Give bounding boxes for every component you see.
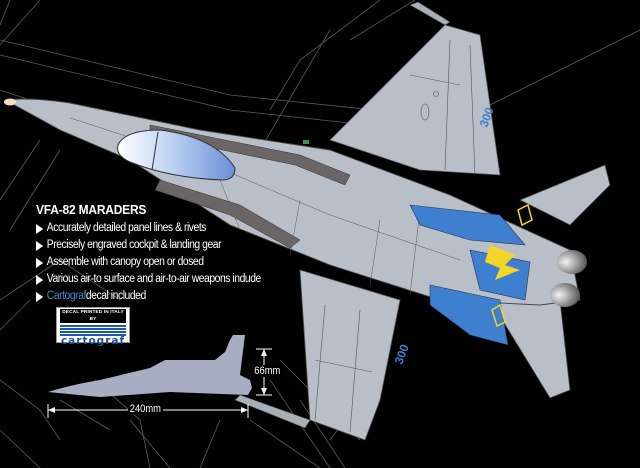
triangle-right-icon xyxy=(36,240,44,251)
decal-badge-header: DECAL PRINTED IN ITALY BY xyxy=(60,309,126,323)
squadron-markings xyxy=(409,203,533,346)
product-title: VFA-82 MARADERS xyxy=(36,202,147,217)
engine-nozzle-upper xyxy=(557,250,587,274)
triangle-right-icon xyxy=(36,291,44,302)
lower-wing: 300 xyxy=(234,269,412,441)
feature-item: Precisely engraved cockpit & landing gea… xyxy=(36,237,261,254)
decal-badge-stripes xyxy=(60,325,126,336)
upper-tailplane xyxy=(519,164,611,226)
triangle-right-icon xyxy=(36,257,44,268)
upper-wing: 300 xyxy=(329,1,501,176)
decal-badge-brand: cartograf xyxy=(60,335,126,347)
squadron-insignia xyxy=(485,245,520,280)
wing-number-upper: 300 xyxy=(477,105,497,129)
cartograf-brand-text: Cartograf xyxy=(46,290,87,302)
engine-nozzle-lower xyxy=(550,283,580,307)
feature-item: Various air-to surface and air-to-air we… xyxy=(36,271,261,288)
feature-item: Assemble with canopy open or dosed xyxy=(36,254,261,271)
height-dimension-label: 66mm xyxy=(252,365,282,377)
side-silhouette xyxy=(48,335,252,397)
feature-list: VFA-82 MARADERS Accurately detailed pane… xyxy=(36,202,286,305)
feature-item: Cartograf decal included xyxy=(36,288,261,305)
triangle-right-icon xyxy=(36,274,44,285)
triangle-right-icon xyxy=(36,223,44,234)
feature-item: Accurately detailed panel lines & rivets xyxy=(36,220,261,237)
green-marking xyxy=(303,140,309,144)
cartograf-decal-badge: DECAL PRINTED IN ITALY BY cartograf xyxy=(56,307,130,347)
length-dimension-label: 240mm xyxy=(128,403,163,415)
wing-number-lower: 300 xyxy=(392,342,412,366)
fuselage xyxy=(3,98,581,306)
